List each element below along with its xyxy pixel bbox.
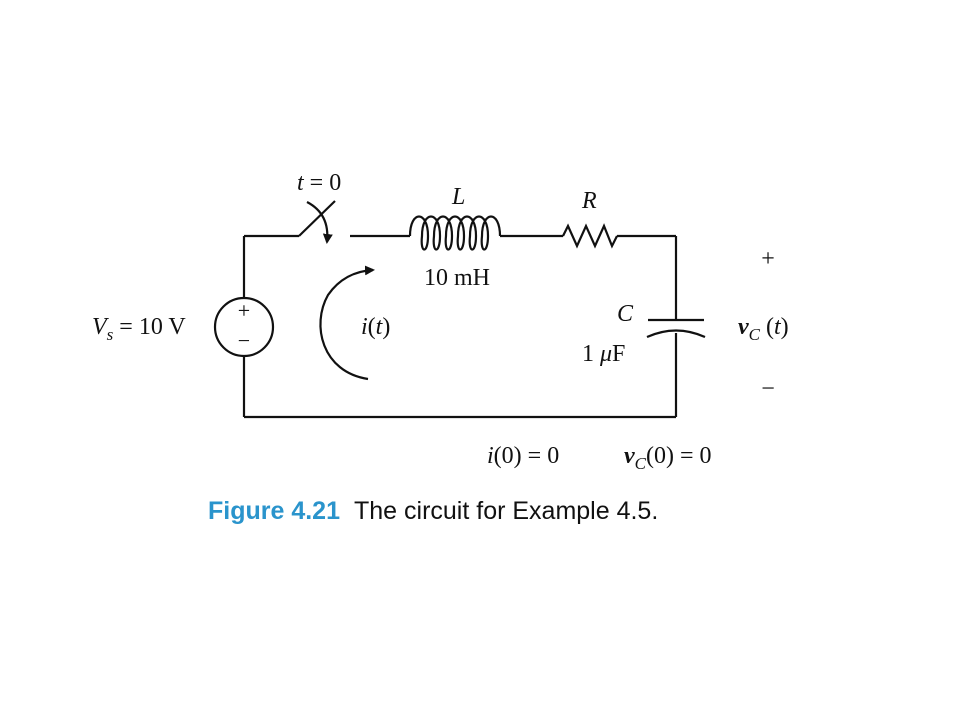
- cap-voltage-plus: +: [761, 246, 775, 272]
- resistor-symbol: R: [581, 188, 597, 214]
- source-plus: +: [238, 298, 250, 323]
- switch-arrow: [306, 201, 333, 244]
- voltage-source-icon: [213, 296, 275, 358]
- capacitor-symbol: C: [617, 301, 634, 327]
- switch-label: t = 0: [297, 170, 341, 196]
- capacitor-plate-bottom: [646, 329, 706, 339]
- capacitor-value: 1 μF: [582, 341, 625, 367]
- cap-voltage-minus: −: [761, 376, 775, 402]
- current-label: i(t): [361, 314, 390, 340]
- cap-voltage-label: vC (t): [738, 314, 789, 344]
- inductor-symbol: L: [451, 184, 465, 210]
- inductor-coil: [408, 215, 502, 251]
- initial-voltage: vC(0) = 0: [624, 443, 712, 473]
- figure-caption: Figure 4.21 The circuit for Example 4.5.: [208, 497, 658, 526]
- source-minus: −: [238, 328, 250, 353]
- figure-number: Figure 4.21: [208, 497, 340, 525]
- source-label: Vs = 10 V: [92, 314, 186, 344]
- switch-blade: [298, 200, 336, 237]
- current-loop-arrow: [319, 265, 375, 381]
- resistor-zigzag: [562, 223, 618, 249]
- inductor-value: 10 mH: [424, 265, 490, 291]
- initial-current: i(0) = 0: [487, 443, 559, 469]
- caption-text: The circuit for Example 4.5.: [354, 497, 659, 525]
